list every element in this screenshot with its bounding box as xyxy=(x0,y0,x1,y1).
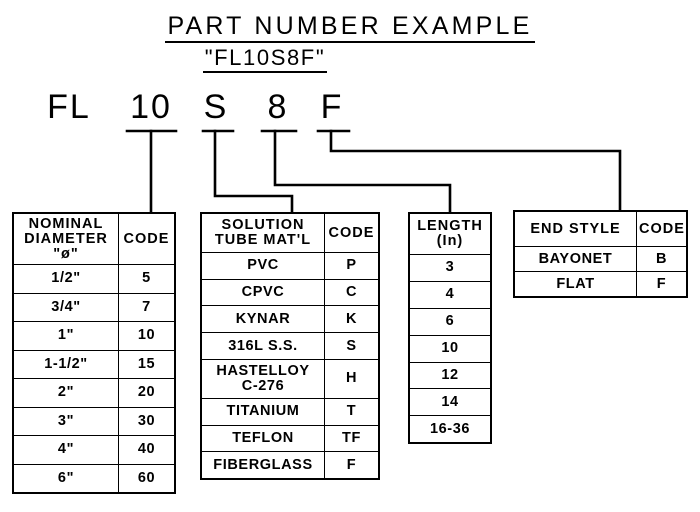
table-row: BAYONET B xyxy=(515,245,686,273)
cell-diameter-code: 20 xyxy=(118,378,174,408)
cell-length-value: 16-36 xyxy=(410,415,490,442)
header-length: LENGTH (In) xyxy=(410,214,490,255)
header-end-style: END STYLE xyxy=(515,212,637,247)
table-row: 1-1/2" 15 xyxy=(14,349,174,380)
cell-diameter-size: 6" xyxy=(14,463,119,492)
cell-diameter-size: 1/2" xyxy=(14,264,119,294)
table-row: 1/2" 5 xyxy=(14,264,174,294)
cell-diameter-size: 3" xyxy=(14,406,119,437)
table-header-row: NOMINAL DIAMETER "ø" CODE xyxy=(14,214,174,265)
table-row: 1" 10 xyxy=(14,321,174,351)
leader-path-length xyxy=(273,129,452,214)
cell-end-style-code: B xyxy=(636,245,686,273)
drawing-subtitle: "FL10S8F" xyxy=(0,45,700,73)
table-header-row: END STYLE CODE xyxy=(515,212,686,247)
table-row: 12 xyxy=(410,361,490,390)
table-row: 16-36 xyxy=(410,415,490,442)
title-sub-text: "FL10S8F" xyxy=(202,45,328,73)
part-segment-endstyle: F xyxy=(320,88,344,126)
table-row: 6 xyxy=(410,307,490,336)
table-row: 2" 20 xyxy=(14,378,174,408)
cell-diameter-size: 1" xyxy=(14,321,119,351)
cell-material-name: CPVC xyxy=(202,278,325,307)
table-row: CPVC C xyxy=(202,278,378,307)
cell-material-name: KYNAR xyxy=(202,305,325,334)
table-row: 6" 60 xyxy=(14,463,174,492)
table-row: 3" 30 xyxy=(14,406,174,437)
cell-diameter-code: 15 xyxy=(118,349,174,380)
header-solution-tube-material: SOLUTION TUBE MAT'L xyxy=(202,214,325,253)
cell-diameter-size: 1-1/2" xyxy=(14,349,119,380)
header-code: CODE xyxy=(324,214,378,253)
header-code: CODE xyxy=(118,214,174,265)
table-row: HASTELLOY C-276 H xyxy=(202,358,378,399)
header-code: CODE xyxy=(636,212,686,247)
cell-material-name: HASTELLOY C-276 xyxy=(202,358,325,399)
cell-material-code: TF xyxy=(324,424,378,453)
table-row: FIBERGLASS F xyxy=(202,451,378,478)
table-length: LENGTH (In) 3 4 6 10 12 14 16-36 xyxy=(408,212,492,444)
cell-diameter-code: 60 xyxy=(118,463,174,492)
drawing-title: PART NUMBER EXAMPLE xyxy=(0,12,700,43)
table-nominal-diameter: NOMINAL DIAMETER "ø" CODE 1/2" 5 3/4" 7 … xyxy=(12,212,176,494)
cell-diameter-code: 7 xyxy=(118,292,174,323)
table-row: KYNAR K xyxy=(202,305,378,334)
leader-path-material xyxy=(213,129,294,214)
table-row: 10 xyxy=(410,334,490,363)
cell-end-style-name: FLAT xyxy=(515,271,637,296)
cell-material-code: S xyxy=(324,332,378,360)
cell-material-code: H xyxy=(324,358,378,399)
cell-diameter-size: 4" xyxy=(14,435,119,465)
cell-length-value: 4 xyxy=(410,280,490,309)
cell-material-code: C xyxy=(324,278,378,307)
table-row: TEFLON TF xyxy=(202,424,378,453)
part-segment-prefix: FL xyxy=(47,88,91,126)
cell-diameter-size: 3/4" xyxy=(14,292,119,323)
cell-material-name: TITANIUM xyxy=(202,397,325,426)
header-nominal-diameter: NOMINAL DIAMETER "ø" xyxy=(14,214,119,265)
title-main-text: PART NUMBER EXAMPLE xyxy=(165,12,535,43)
cell-length-value: 14 xyxy=(410,388,490,417)
table-row: 3 xyxy=(410,254,490,282)
part-segment-length: 8 xyxy=(267,88,289,126)
table-header-row: LENGTH (In) xyxy=(410,214,490,255)
table-row: PVC P xyxy=(202,252,378,280)
cell-diameter-code: 10 xyxy=(118,321,174,351)
cell-end-style-name: BAYONET xyxy=(515,245,637,273)
table-row: TITANIUM T xyxy=(202,397,378,426)
table-end-style: END STYLE CODE BAYONET B FLAT F xyxy=(513,210,688,298)
cell-material-code: K xyxy=(324,305,378,334)
cell-material-code: T xyxy=(324,397,378,426)
cell-diameter-code: 40 xyxy=(118,435,174,465)
cell-length-value: 3 xyxy=(410,254,490,282)
cell-length-value: 6 xyxy=(410,307,490,336)
cell-length-value: 10 xyxy=(410,334,490,363)
table-row: 316L S.S. S xyxy=(202,332,378,360)
cell-diameter-code: 5 xyxy=(118,264,174,294)
cell-end-style-code: F xyxy=(636,271,686,296)
table-header-row: SOLUTION TUBE MAT'L CODE xyxy=(202,214,378,253)
table-solution-tube-material: SOLUTION TUBE MAT'L CODE PVC P CPVC C KY… xyxy=(200,212,380,480)
table-row: FLAT F xyxy=(515,271,686,296)
cell-material-name: 316L S.S. xyxy=(202,332,325,360)
cell-material-code: P xyxy=(324,252,378,280)
cell-diameter-code: 30 xyxy=(118,406,174,437)
table-row: 14 xyxy=(410,388,490,417)
cell-material-name: PVC xyxy=(202,252,325,280)
part-segment-diameter: 10 xyxy=(130,88,172,126)
cell-diameter-size: 2" xyxy=(14,378,119,408)
cell-length-value: 12 xyxy=(410,361,490,390)
table-row: 4 xyxy=(410,280,490,309)
cell-material-name: FIBERGLASS xyxy=(202,451,325,478)
cell-material-code: F xyxy=(324,451,378,478)
part-segment-material: S xyxy=(203,88,229,126)
cell-material-name: TEFLON xyxy=(202,424,325,453)
leader-path-endstyle xyxy=(329,129,622,212)
table-row: 3/4" 7 xyxy=(14,292,174,323)
table-row: 4" 40 xyxy=(14,435,174,465)
